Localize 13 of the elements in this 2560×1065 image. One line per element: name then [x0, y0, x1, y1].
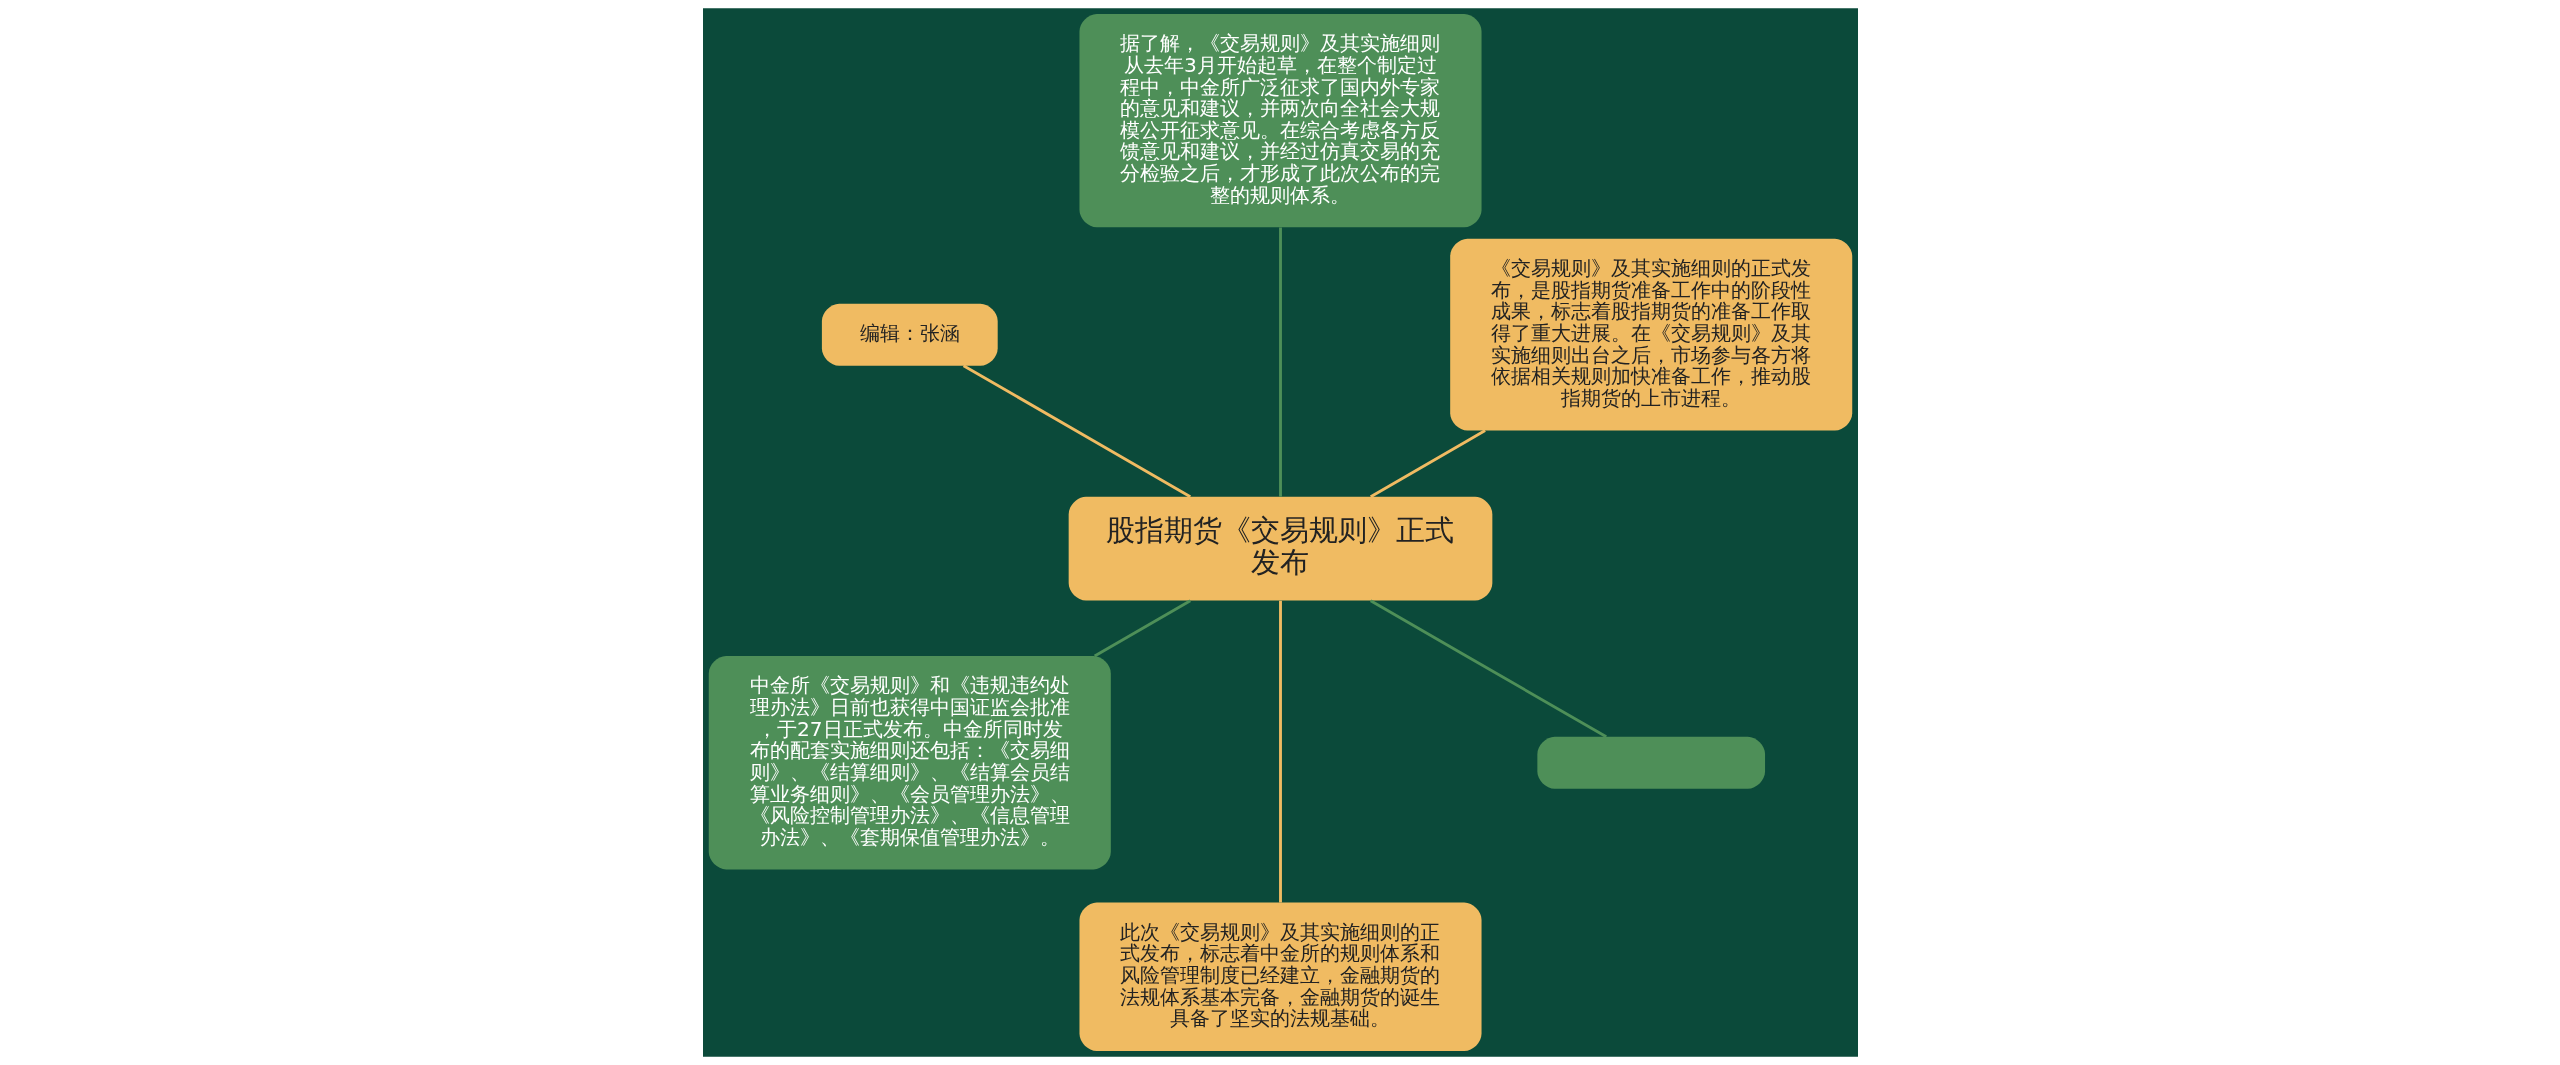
node-box: 此次《交易规则》及其实施细则的正式发布，标志着中金所的规则体系和风险管理制度已经建立，金融期货的法规体系基本完备，金融期货的诞生具备了坚实的法规基础。 — [1078, 902, 1482, 1051]
node-box: 《交易规则》及其实施细则的正式发布，是股指期货准备工作中的阶段性成果，标志着股指期货的准备工作取得了重大进展。在《交易规则》及其实施细则出台之后，市场参与各方将依据相关规则加快准备工作，推动股指期货的上市进程。 — [1449, 238, 1852, 431]
node-box: 中金所《交易规则》和《违规违约处理办法》日前也获得中国证监会批准，于27日正式发布。中金所同时发布的配套实施细则还包括：《交易细则》、《结算细则》、《结算会员结算业务细则》、《会员管理办法》、《风险控制管理办法》、《信息管理办法》、《套期保值管理办法》。 — [708, 656, 1111, 870]
connector — [962, 364, 1191, 498]
node-box: 据了解，《交易规则》及其实施细则从去年3月开始起草，在整个制定过程中，中金所广泛征求了国内外专家的意见和建议，并两次向全社会大规模公开征求意见。在综合考虑各方反馈意见和建议，并经过仿真交易的充分检验之后，才形成了此次公布的完整的规则体系。 — [1078, 14, 1482, 228]
connector — [1093, 599, 1191, 658]
node-box — [1536, 736, 1765, 789]
connector — [1369, 429, 1486, 498]
connector — [1278, 227, 1282, 497]
node-box: 股指期货《交易规则》正式发布 — [1068, 496, 1492, 601]
connector — [1278, 600, 1282, 903]
connector — [1369, 599, 1607, 739]
node-box: 编辑：张涵 — [821, 303, 998, 366]
